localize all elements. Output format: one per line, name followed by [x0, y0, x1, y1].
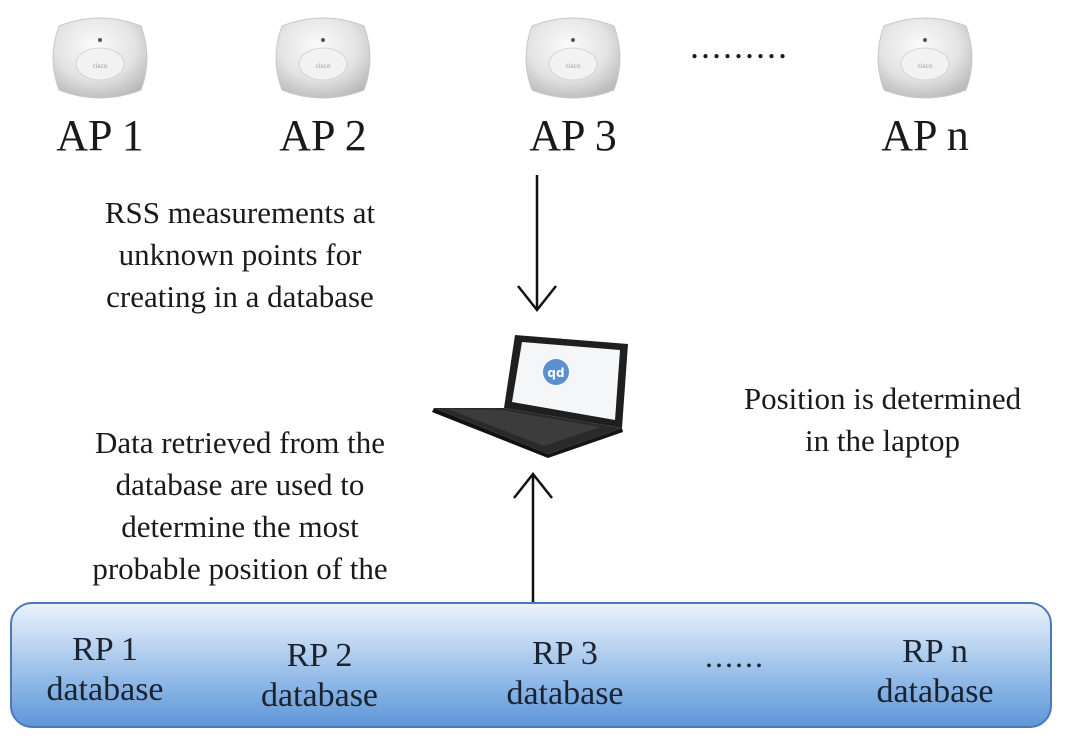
- svg-text:qd: qd: [547, 366, 564, 380]
- access-point-label: AP n: [881, 111, 969, 160]
- rss-measurement-note: RSS measurements at unknown points for c…: [40, 192, 440, 318]
- arrow-up-icon: [513, 471, 553, 602]
- note-line: probable position of the: [92, 551, 388, 586]
- access-point-3: AP 3: [508, 8, 638, 183]
- note-line: RSS measurements at: [104, 195, 376, 230]
- access-point-label: AP 3: [529, 111, 617, 160]
- rp-sub: database: [46, 671, 164, 708]
- rp-name: RP 1: [72, 631, 138, 668]
- reference-point-database-bar: [10, 602, 1052, 728]
- note-line: in the laptop: [805, 423, 960, 458]
- arrow-down-icon: [517, 175, 557, 313]
- position-note: Position is determined in the laptop: [705, 378, 1060, 462]
- access-point-n: AP n: [860, 8, 990, 183]
- laptop-icon: qd: [432, 335, 628, 458]
- rp-database-1: RP 1 database: [30, 630, 180, 710]
- note-line: unknown points for: [118, 237, 362, 272]
- rp-sub: database: [876, 673, 994, 710]
- access-point-2: AP 2: [258, 8, 388, 183]
- note-line: Data retrieved from the: [94, 425, 386, 460]
- rp-sub: database: [260, 677, 379, 714]
- access-point-label: AP 2: [279, 111, 367, 160]
- rp-database-3: RP 3 database: [490, 634, 640, 714]
- note-line: Position is determined: [743, 381, 1022, 416]
- note-line: determine the most: [121, 509, 359, 544]
- access-point-1: AP 1: [35, 8, 165, 183]
- rp-ellipsis: ......: [705, 638, 765, 674]
- rp-sub: database: [506, 675, 624, 712]
- rp-database-2: RP 2 database: [242, 636, 397, 716]
- note-line: database are used to: [115, 467, 365, 502]
- rp-name: RP n: [902, 633, 968, 670]
- access-point-ellipsis: .........: [690, 26, 789, 66]
- rp-name: RP 3: [532, 635, 598, 672]
- note-line: creating in a database: [106, 279, 374, 314]
- rp-database-n: RP n database: [850, 632, 1020, 712]
- rp-name: RP 2: [286, 637, 353, 674]
- data-retrieval-note: Data retrieved from the database are use…: [40, 422, 440, 590]
- access-point-label: AP 1: [56, 111, 144, 160]
